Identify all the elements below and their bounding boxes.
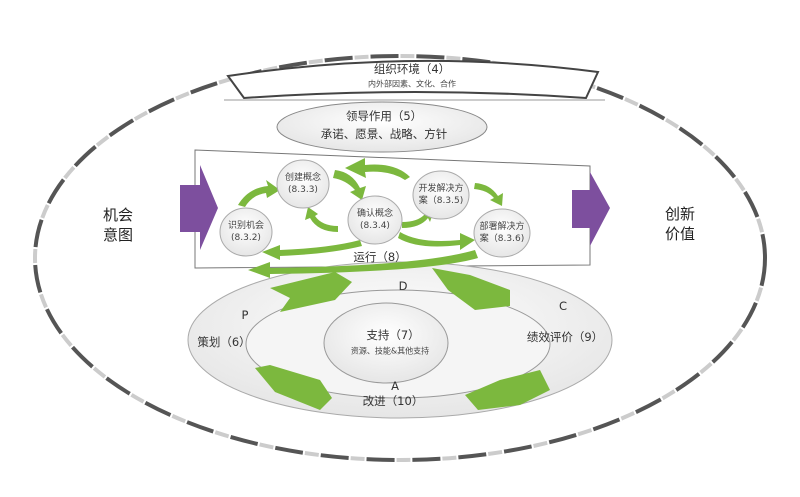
node-line1: 创建概念 xyxy=(284,172,322,183)
pdca-arrows xyxy=(255,268,550,410)
node-identify xyxy=(219,207,273,257)
node-identify-label: 识别机会 (8.3.2) xyxy=(228,220,264,244)
node-line2: 案（8.3.6) xyxy=(479,234,525,244)
pdca-d: D xyxy=(398,279,408,294)
node-deploy xyxy=(473,208,531,258)
right-label-line2: 价值 xyxy=(664,225,696,243)
arrow-identify-to-create xyxy=(238,180,280,207)
process-arrows xyxy=(238,158,503,278)
arrow-p-to-d xyxy=(270,272,352,312)
support-subtitle: 资源、技能&其他支持 xyxy=(350,346,430,356)
org-context-subtitle: 内外部因素、文化、合作 xyxy=(368,79,456,89)
operation-label: 运行（8） xyxy=(353,250,407,265)
leadership-ellipse xyxy=(276,101,488,153)
outer-boundary-dark xyxy=(33,54,767,462)
pdca-p: P xyxy=(241,308,249,323)
node-line2: 案（8.3.5) xyxy=(418,196,464,206)
opportunity-intent-label: 机会 意图 xyxy=(103,205,133,246)
node-deploy-label: 部署解决方案（8.3.6) xyxy=(479,221,524,245)
node-create-label: 创建概念 (8.3.3) xyxy=(285,172,321,196)
node-line1: 确认概念 xyxy=(356,208,394,219)
innovation-value-label: 创新 价值 xyxy=(665,204,695,245)
improvement-label: 改进（10） xyxy=(362,394,424,409)
pdca-c: C xyxy=(558,299,568,314)
org-context-banner xyxy=(226,59,600,100)
arrow-confirm-to-deploy xyxy=(398,232,475,250)
node-line1: 识别机会 xyxy=(227,220,265,231)
leadership-subtitle: 承诺、愿景、战略、方针 xyxy=(320,127,448,142)
arrow-to-identify xyxy=(262,240,362,260)
node-confirm xyxy=(347,195,403,245)
support-ellipse xyxy=(323,302,449,384)
arrow-c-to-a xyxy=(465,370,550,410)
pdca-a: A xyxy=(391,379,399,394)
node-develop-label: 开发解决方案（8.3.5) xyxy=(418,183,463,207)
arrow-develop-to-deploy xyxy=(474,183,503,206)
output-arrow xyxy=(572,172,610,246)
node-confirm-label: 确认概念 (8.3.4) xyxy=(357,208,393,232)
node-create xyxy=(276,159,330,209)
node-line1: 开发解决方 xyxy=(418,183,464,194)
planning-label: 策划（6） xyxy=(197,335,251,350)
evaluation-label: 绩效评价（9） xyxy=(526,330,604,345)
left-label-line2: 意图 xyxy=(102,226,134,244)
left-label-line1: 机会 xyxy=(102,205,134,224)
arrow-create-to-confirm xyxy=(333,170,366,200)
node-line2: (8.3.3) xyxy=(288,185,318,195)
right-label-line1: 创新 xyxy=(664,204,696,223)
arrow-confirm-to-create xyxy=(305,207,338,232)
arrow-a-to-p xyxy=(255,365,332,410)
node-develop xyxy=(412,170,470,220)
node-line2: (8.3.4) xyxy=(360,221,390,231)
process-node-circles xyxy=(219,159,531,258)
outer-boundary-light xyxy=(33,54,767,462)
arrow-operation-return xyxy=(248,250,478,278)
input-arrow xyxy=(180,165,218,250)
org-context-title: 组织环境（4） xyxy=(373,62,451,77)
leadership-title: 领导作用（5） xyxy=(345,109,423,124)
node-line1: 部署解决方 xyxy=(479,221,525,232)
arrow-d-to-c xyxy=(432,268,510,310)
node-line2: (8.3.2) xyxy=(231,233,261,243)
support-title: 支持（7） xyxy=(366,328,420,343)
arrow-develop-back xyxy=(345,158,410,180)
